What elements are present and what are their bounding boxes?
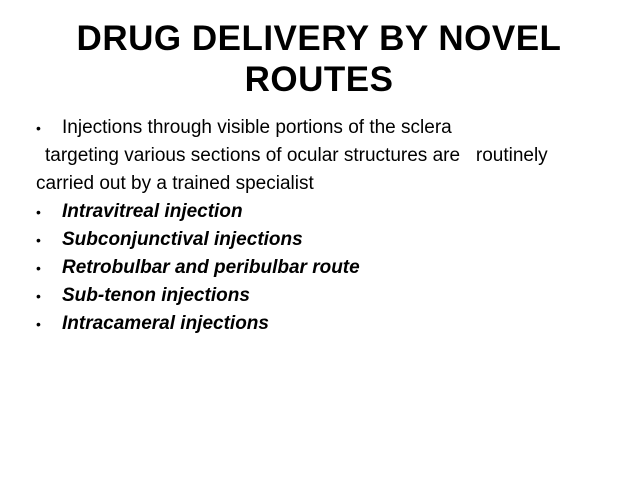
slide-body: • Injections through visible portions of…: [0, 114, 638, 338]
route-bullet-text: Intravitreal injection: [62, 200, 243, 222]
route-bullet-item: • Subconjunctival injections: [36, 226, 620, 254]
page-title: DRUG DELIVERY BY NOVEL ROUTES: [76, 19, 562, 100]
bullet-icon: •: [36, 231, 41, 248]
route-bullet-item: • Sub-tenon injections: [36, 282, 620, 310]
route-bullet-text: Retrobulbar and peribulbar route: [62, 256, 360, 278]
bullet-icon: •: [36, 203, 41, 220]
intro-bullet-text: Injections through visible portions of t…: [62, 116, 452, 138]
route-bullet-text: Subconjunctival injections: [62, 228, 303, 250]
route-bullet-item: • Retrobulbar and peribulbar route: [36, 254, 620, 282]
bullet-icon: •: [36, 287, 41, 304]
route-bullet-item: • Intracameral injections: [36, 310, 620, 338]
route-bullet-text: Sub-tenon injections: [62, 284, 250, 306]
bullet-icon: •: [36, 119, 41, 136]
route-bullet-text: Intracameral injections: [62, 312, 269, 334]
intro-bullet-item: • Injections through visible portions of…: [36, 114, 620, 142]
bullet-icon: •: [36, 259, 41, 276]
continuation-line-1: targeting various sections of ocular str…: [45, 144, 548, 166]
continuation-line-2: carried out by a trained specialist: [36, 172, 314, 194]
bullet-icon: •: [36, 315, 41, 332]
route-bullet-item: • Intravitreal injection: [36, 198, 620, 226]
